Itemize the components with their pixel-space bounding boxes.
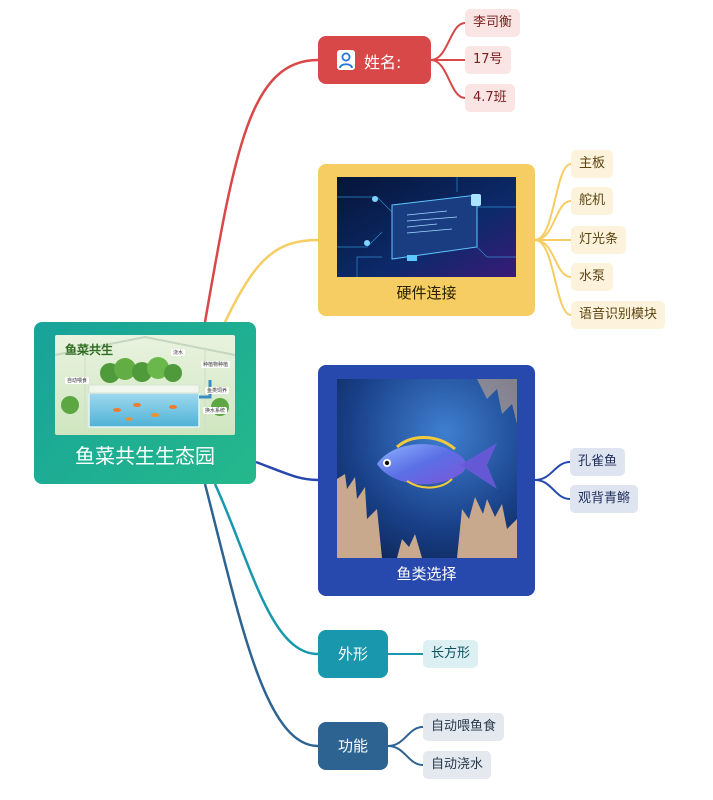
- leaf-rectangle[interactable]: 长方形: [423, 640, 479, 668]
- root-node[interactable]: 鱼菜共生 浇水 种植物种植 自动喂食 鱼类饲养 换水系统 鱼菜共生生态园: [34, 322, 256, 484]
- leaf-medaka[interactable]: 观背青鳉: [570, 485, 639, 513]
- leaf-student-class[interactable]: 4.7班: [465, 84, 515, 112]
- leaf-auto-water[interactable]: 自动浇水: [423, 751, 492, 779]
- image-heading: 鱼菜共生: [65, 343, 114, 357]
- hardware-branch-node[interactable]: 硬件连接: [318, 164, 535, 316]
- image-tag: 自动喂食: [65, 377, 90, 384]
- leaf-guppy[interactable]: 孔雀鱼: [570, 448, 626, 476]
- leaf-mainboard[interactable]: 主板: [571, 150, 614, 178]
- shape-branch-node[interactable]: 外形: [318, 630, 388, 678]
- fish-image: [337, 379, 517, 558]
- hardware-image: [337, 177, 516, 277]
- aquaponics-image: 鱼菜共生 浇水 种植物种植 自动喂食 鱼类饲养 换水系统: [55, 335, 235, 435]
- leaf-voice-module[interactable]: 语音识别模块: [571, 301, 666, 329]
- name-branch-node[interactable]: 姓名:: [318, 36, 431, 84]
- function-branch-node[interactable]: 功能: [318, 722, 388, 770]
- hardware-branch-label: 硬件连接: [396, 284, 457, 302]
- image-tag: 浇水: [171, 349, 186, 356]
- leaf-water-pump[interactable]: 水泵: [571, 263, 614, 291]
- leaf-auto-feed[interactable]: 自动喂鱼食: [423, 713, 505, 741]
- name-branch-label: 姓名:: [364, 53, 402, 72]
- root-title: 鱼菜共生生态园: [75, 444, 215, 468]
- fish-branch-node[interactable]: 鱼类选择: [318, 365, 535, 596]
- fish-branch-label: 鱼类选择: [396, 565, 457, 583]
- leaf-servo[interactable]: 舵机: [571, 187, 614, 215]
- leaf-light-strip[interactable]: 灯光条: [571, 226, 627, 254]
- image-tag: 种植物种植: [201, 361, 231, 368]
- leaf-student-number[interactable]: 17号: [465, 46, 511, 74]
- user-icon: [337, 50, 355, 74]
- leaf-student-name[interactable]: 李司衡: [465, 9, 521, 37]
- image-tag: 鱼类饲养: [205, 387, 230, 394]
- image-tag: 换水系统: [203, 407, 228, 414]
